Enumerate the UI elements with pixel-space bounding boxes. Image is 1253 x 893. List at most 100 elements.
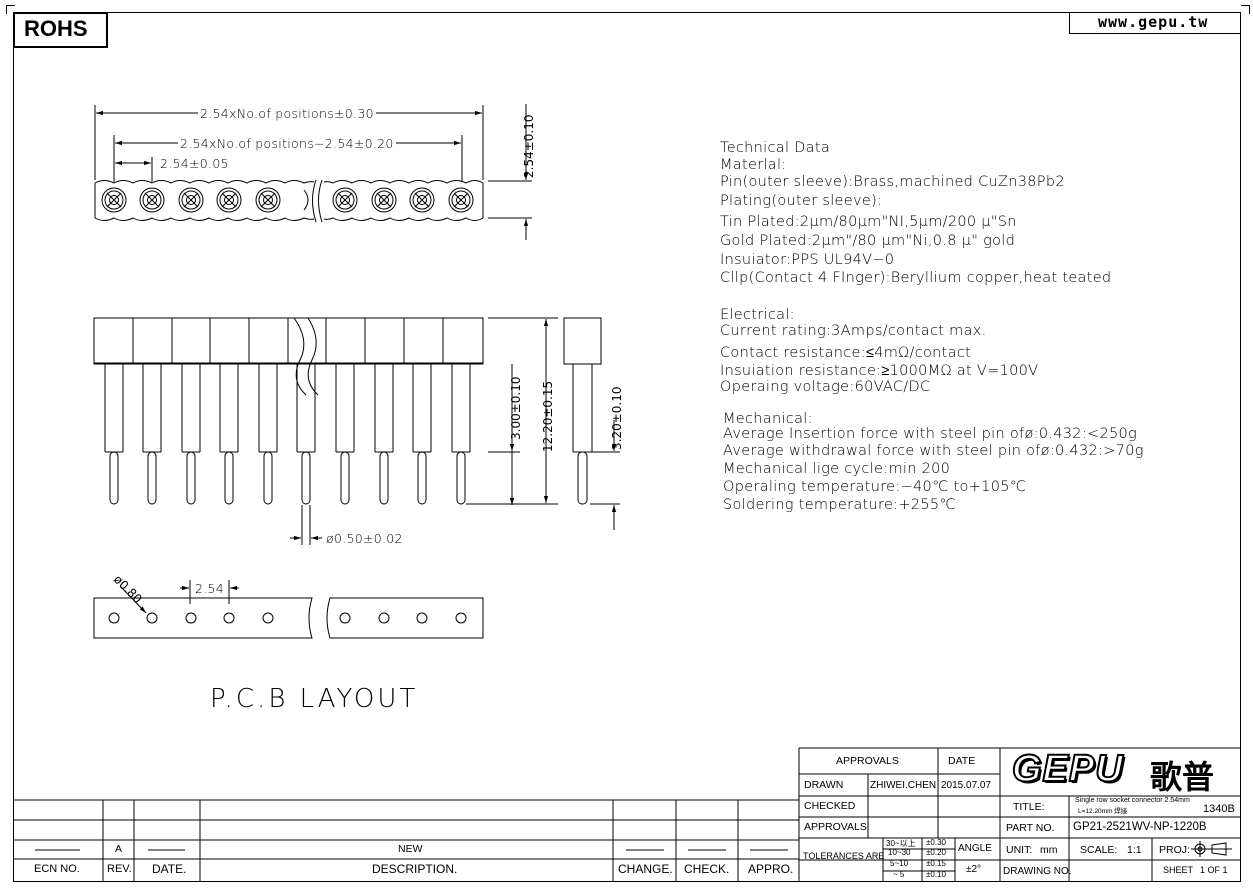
tol-range: 30~以上 <box>886 839 916 848</box>
approvals-label: APPROVALS <box>804 821 867 833</box>
drawing-no-label: DRAWING NO. <box>1003 866 1072 877</box>
drawn-date: 2015.07.07 <box>941 780 992 791</box>
proj-label: PROJ: <box>1159 844 1190 856</box>
website-label: www.gepu.tw <box>1098 13 1209 31</box>
mechanical-line: Mechanical: <box>723 411 813 427</box>
tol-range: 5~10 <box>890 859 909 868</box>
pin-front-view <box>335 364 355 505</box>
rohs-badge <box>13 12 108 48</box>
description-value: NEW <box>398 843 423 855</box>
dim-overall-height: 12.20±0.15 <box>541 381 555 452</box>
rev-header: REV. <box>107 863 132 875</box>
material-line: Plating(outer sleeve): <box>720 193 883 209</box>
electrical-line: Insuiation resistance:≥1000MΩ at V=100V <box>720 363 1039 379</box>
material-line: Tin Plated:2µm/80µm"NI,5µm/200 µ"Sn <box>720 214 1017 230</box>
angle-label: ANGLE <box>958 843 992 854</box>
title-code: 1340B <box>1203 803 1235 815</box>
part-no-label: PART NO. <box>1006 822 1055 834</box>
gepu-logo-cn: 歌普 <box>1150 758 1215 796</box>
ecn-header: ECN NO. <box>34 863 80 875</box>
material-line: Materlal: <box>720 157 787 173</box>
contact-top-view <box>139 187 165 213</box>
dim-tail-length: 3.00±0.10 <box>509 377 523 441</box>
pcb-hole <box>108 612 120 624</box>
checked-label: CHECKED <box>804 800 856 812</box>
drawing-frame <box>13 12 1241 882</box>
website-box <box>1069 12 1241 34</box>
electrical-line: Contact resistance:≤4mΩ/contact <box>720 345 972 361</box>
description-header: DESCRIPTION. <box>372 862 458 876</box>
drawn-label: DRAWN <box>804 779 844 791</box>
pcb-hole <box>223 612 235 624</box>
electrical-line: Operaing voltage:60VAC/DC <box>720 379 931 395</box>
change-header: CHANGE. <box>618 862 673 876</box>
mechanical-line: Operaling temperature:−40℃ to+105℃ <box>723 479 1027 495</box>
mechanical-line: Average Insertion force with steel pin o… <box>723 426 1138 442</box>
pin-front-view <box>104 364 124 505</box>
check-header: CHECK. <box>684 862 730 876</box>
material-line: Pin(outer sleeve):Brass,machined CuZn38P… <box>720 174 1065 190</box>
contact-top-view <box>216 187 242 213</box>
tol-value: ±0.30 <box>926 838 946 847</box>
mechanical-line: Mechanical lige cycle:min 200 <box>723 461 951 477</box>
pcb-hole <box>262 612 274 624</box>
material-line: Cllp(Contact 4 FInger):Beryllium copper,… <box>720 270 1112 286</box>
pin-front-view <box>142 364 162 505</box>
frame-corner-mark <box>6 5 15 14</box>
electrical-line: Electrical: <box>720 307 795 323</box>
rev-value: A <box>115 843 123 855</box>
dim-pitch-span: 2.54xNo.of positions−2.54±0.20 <box>178 136 396 151</box>
mechanical-line: Soldering temperature:+255℃ <box>723 497 956 513</box>
pcb-hole <box>146 612 158 624</box>
title-line2: L=12.20mm 焊接 <box>1078 808 1128 815</box>
sheet-label: SHEET <box>1163 865 1194 875</box>
contact-top-view <box>332 187 358 213</box>
dim-pcb-pitch: 2.54 <box>195 581 225 596</box>
technical-heading: Technical Data <box>720 140 831 156</box>
pcb-hole <box>339 612 351 624</box>
scale-label: SCALE: <box>1080 844 1118 856</box>
pcb-hole <box>455 612 467 624</box>
tol-range: 10~30 <box>888 848 911 857</box>
title-label: TITLE: <box>1013 801 1045 813</box>
pcb-layout-title: P.C.B LAYOUT <box>210 684 419 714</box>
contact-top-view <box>448 187 474 213</box>
contact-top-view <box>409 187 435 213</box>
pin-front-view <box>181 364 201 505</box>
dim-pitch: 2.54±0.05 <box>160 156 229 171</box>
dim-side-tail: 3.20±0.10 <box>610 387 624 451</box>
contact-top-view <box>371 187 397 213</box>
date-header: DATE <box>948 755 976 767</box>
tol-value: ±0.15 <box>926 859 946 868</box>
contact-top-view <box>101 187 127 213</box>
title-line1: Single row socket connector 2.54mm <box>1075 797 1190 804</box>
angle-value: ±2° <box>966 864 982 875</box>
pcb-hole <box>185 612 197 624</box>
frame-corner-mark <box>1241 5 1250 14</box>
pin-front-view <box>296 364 316 505</box>
pin-front-view <box>258 364 278 505</box>
appro-header: APPRO. <box>748 862 794 876</box>
pin-front-view <box>374 364 394 505</box>
tolerances-label: TOLERANCES ARE <box>803 851 885 861</box>
rohs-label: ROHS <box>24 16 88 41</box>
gepu-logo: GEPU <box>1011 747 1124 791</box>
contact-top-view <box>303 189 309 211</box>
part-no: GP21-2521WV-NP-1220B <box>1073 821 1207 833</box>
sheet-value: 1 OF 1 <box>1200 865 1228 875</box>
dim-top-height: 2.54±0.10 <box>522 115 536 179</box>
material-line: Gold Plated:2µm"/80 µm"Ni,0.8 µ" gold <box>720 233 1016 249</box>
approvals-header: APPROVALS <box>836 755 899 767</box>
drawn-by: ZHIWEI.CHEN <box>870 780 937 791</box>
material-line: Insuiator:PPS UL94V−0 <box>720 252 895 268</box>
tol-value: ±0.10 <box>926 870 946 879</box>
unit-value: mm <box>1040 844 1058 856</box>
pcb-hole <box>378 612 390 624</box>
tol-value: ±0.20 <box>926 848 946 857</box>
tol-range: ~ 5 <box>893 870 905 879</box>
date-col-header: DATE. <box>152 862 187 876</box>
pin-front-view <box>219 364 239 505</box>
pcb-hole <box>416 612 428 624</box>
electrical-line: Current rating:3Amps/contact max. <box>720 323 987 339</box>
